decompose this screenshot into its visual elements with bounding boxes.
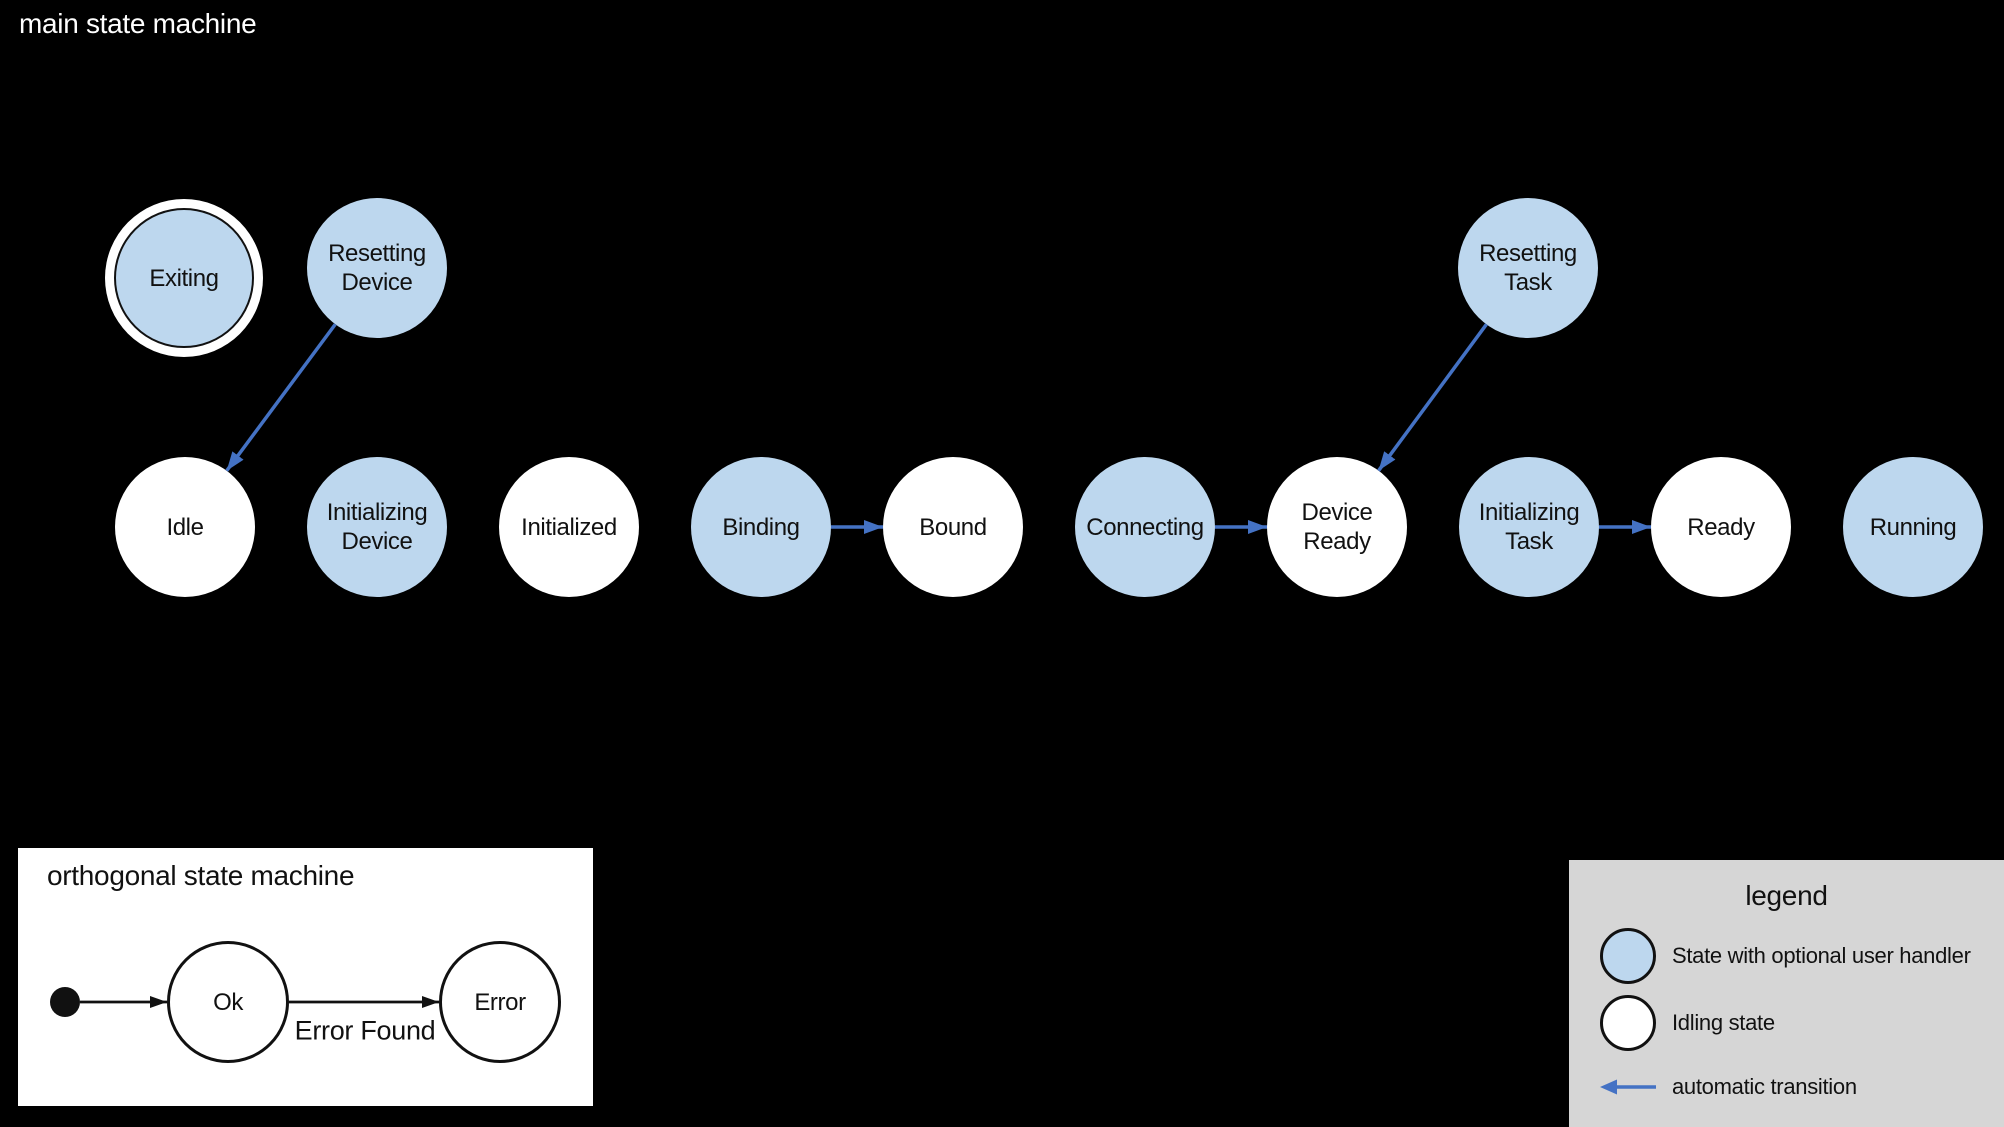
state-label: Idle	[166, 513, 204, 541]
state-error: Error	[439, 941, 561, 1063]
state-label: Initialized	[521, 513, 617, 541]
legend-title: legend	[1745, 880, 1828, 911]
state-resetting-task: Resetting Task	[1458, 198, 1598, 338]
state-label: Initializing Task	[1478, 499, 1580, 555]
transition-label-ok-to-error: Error Found	[294, 1015, 436, 1046]
state-bound: Bound	[883, 457, 1023, 597]
state-label: Connecting	[1086, 513, 1204, 541]
automatic-transition-arrow-icon	[1600, 1079, 1656, 1095]
state-running: Running	[1843, 457, 1983, 597]
orthogonal-machine-title: orthogonal state machine	[47, 860, 355, 891]
state-label: Ready	[1687, 513, 1755, 541]
legend-row-automatic-transition: automatic transition	[1600, 1074, 1857, 1100]
state-ok: Ok	[167, 941, 289, 1063]
state-label: Error	[474, 988, 526, 1016]
state-resetting-device: Resetting Device	[307, 198, 447, 338]
state-initializing-device: Initializing Device	[307, 457, 447, 597]
state-initialized: Initialized	[499, 457, 639, 597]
state-label: Device Ready	[1301, 499, 1373, 555]
transition-arrow-resetting-device-to-idle	[225, 323, 337, 472]
state-connecting: Connecting	[1075, 457, 1215, 597]
state-label: Initializing Device	[326, 499, 428, 555]
legend-item-label: Idling state	[1672, 1010, 1775, 1035]
state-label: Exiting	[149, 264, 219, 292]
state-initial	[50, 987, 80, 1017]
transition-arrow-resetting-task-to-device-ready	[1377, 323, 1488, 472]
idling-state-swatch	[1600, 995, 1656, 1051]
state-label: Binding	[722, 513, 800, 541]
state-exiting: Exiting	[114, 208, 254, 348]
state-ready: Ready	[1651, 457, 1791, 597]
handler-state-swatch	[1600, 928, 1656, 984]
state-label: Bound	[919, 513, 987, 541]
state-label: Resetting Task	[1479, 240, 1577, 296]
legend-row-handler-state: State with optional user handler	[1600, 928, 1971, 984]
state-label: Running	[1869, 513, 1957, 541]
legend-item-label: automatic transition	[1672, 1074, 1857, 1099]
state-idle: Idle	[115, 457, 255, 597]
legend-panel: legend State with optional user handler …	[1569, 860, 2004, 1127]
state-initializing-task: Initializing Task	[1459, 457, 1599, 597]
state-device-ready: Device Ready	[1267, 457, 1407, 597]
state-binding: Binding	[691, 457, 831, 597]
page-title: main state machine	[19, 8, 257, 39]
state-label: Resetting Device	[328, 240, 426, 296]
legend-row-idling-state: Idling state	[1600, 995, 1775, 1051]
legend-item-label: State with optional user handler	[1672, 943, 1971, 968]
state-label: Ok	[213, 988, 243, 1016]
